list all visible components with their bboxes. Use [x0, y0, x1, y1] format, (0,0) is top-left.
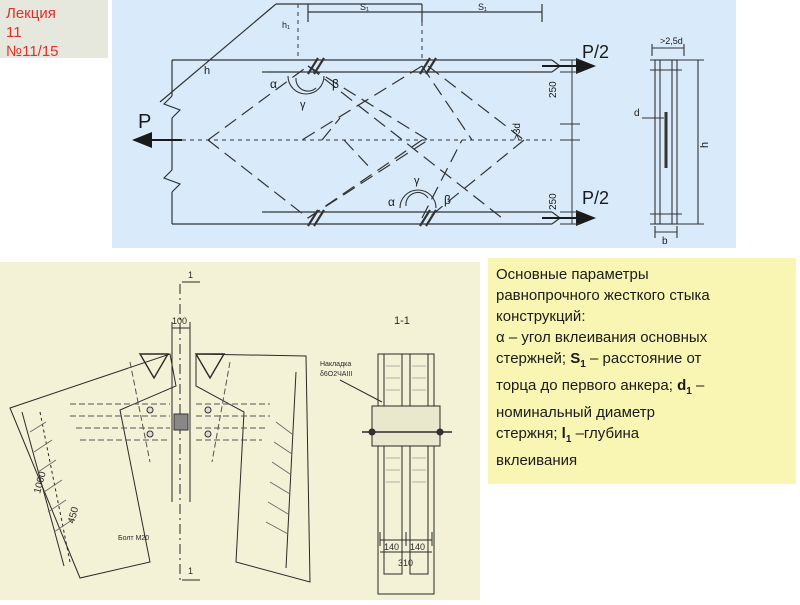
symbol-s-sub: 1	[580, 359, 586, 370]
joint-detail-drawing: 1 1 100 1-1 Накладка δ6О2ЧАIII Болт M20 …	[0, 262, 480, 600]
joint-detail-svg: 1 1 100 1-1 Накладка δ6О2ЧАIII Болт M20 …	[9, 270, 452, 595]
desc-line-1: Основные параметры	[496, 266, 649, 283]
label-alpha-top: α	[270, 77, 277, 91]
lecture-label: Лекция 11 №11/15	[0, 0, 108, 60]
plate-label-2: δ6О2ЧАIII	[320, 371, 352, 378]
label-h-diagonal: h	[204, 65, 210, 77]
dim-310: 310	[398, 558, 413, 568]
desc-line-4: α – угол вклеивания основных	[496, 329, 708, 346]
desc-line-7: номинальный диаметр	[496, 404, 655, 421]
joint-scheme-svg: h h₁ S₁ S₁ α β γ α β γ P P/2 P/2 250 >3d…	[132, 2, 711, 247]
section-title: 1-1	[394, 315, 410, 327]
lecture-slide-number: №11/15	[6, 43, 59, 60]
dim-140-left: 140	[384, 542, 399, 552]
lecture-title: Лекция	[6, 5, 56, 22]
force-p-half-top-label: P/2	[582, 42, 609, 62]
desc-line-8-text: стержня;	[496, 425, 562, 442]
dim-250-bottom: 250	[548, 193, 559, 210]
label-h1: h₁	[282, 20, 290, 30]
desc-line-6-text: торца до первого анкера;	[496, 377, 678, 394]
desc-line-5-rest: – расстояние от	[585, 350, 702, 367]
desc-line-5-text: стержней;	[496, 350, 571, 367]
joint-scheme-drawing: h h₁ S₁ S₁ α β γ α β γ P P/2 P/2 250 >3d…	[112, 0, 736, 248]
symbol-d-sub: 1	[686, 386, 692, 397]
desc-line-6-rest: –	[691, 377, 705, 394]
symbol-l: l	[561, 425, 566, 442]
dim-140-right: 140	[410, 542, 425, 552]
dim-2-5d: >2,5d	[660, 36, 683, 46]
symbol-d: d	[677, 377, 687, 394]
section-mark-top: 1	[188, 270, 193, 280]
label-d: d	[634, 108, 640, 119]
force-p-half-bottom-label: P/2	[582, 188, 609, 208]
label-s1-left: S₁	[360, 2, 369, 12]
desc-line-3: конструкций:	[496, 308, 586, 325]
dim-250-top: 250	[548, 81, 559, 98]
label-gamma-top: γ	[300, 99, 306, 111]
symbol-l-sub: 1	[565, 434, 572, 445]
label-beta-bottom: β	[444, 193, 451, 207]
symbol-s: S	[570, 350, 581, 367]
plate-label-1: Накладка	[320, 361, 351, 368]
desc-line-8: стержня; l1 –глубина	[496, 423, 788, 450]
label-gamma-bottom: γ	[414, 175, 420, 187]
desc-line-8-rest: –глубина	[571, 425, 640, 442]
desc-line-2: равнопрочного жесткого стыка	[496, 287, 710, 304]
desc-line-9: вклеивания	[496, 452, 578, 469]
desc-line-6: торца до первого анкера; d1 –	[496, 375, 788, 402]
label-beta-top: β	[332, 77, 339, 91]
dim-1000: 1000	[32, 470, 48, 495]
force-p-label: P	[138, 111, 151, 133]
bolt-label: Болт M20	[118, 535, 149, 542]
label-h-side: h	[699, 142, 711, 148]
lecture-number: 11	[6, 24, 22, 41]
dim-3d: >3d	[512, 123, 523, 140]
parameters-description: Основные параметры равнопрочного жестког…	[488, 258, 796, 484]
dim-450: 450	[66, 505, 81, 524]
section-mark-bottom: 1	[188, 566, 193, 576]
label-alpha-bottom: α	[388, 195, 395, 209]
label-s1-right: S₁	[478, 2, 487, 12]
desc-line-5: стержней; S1 – расстояние от	[496, 348, 788, 375]
dim-100: 100	[172, 316, 187, 326]
label-b: b	[662, 236, 668, 247]
